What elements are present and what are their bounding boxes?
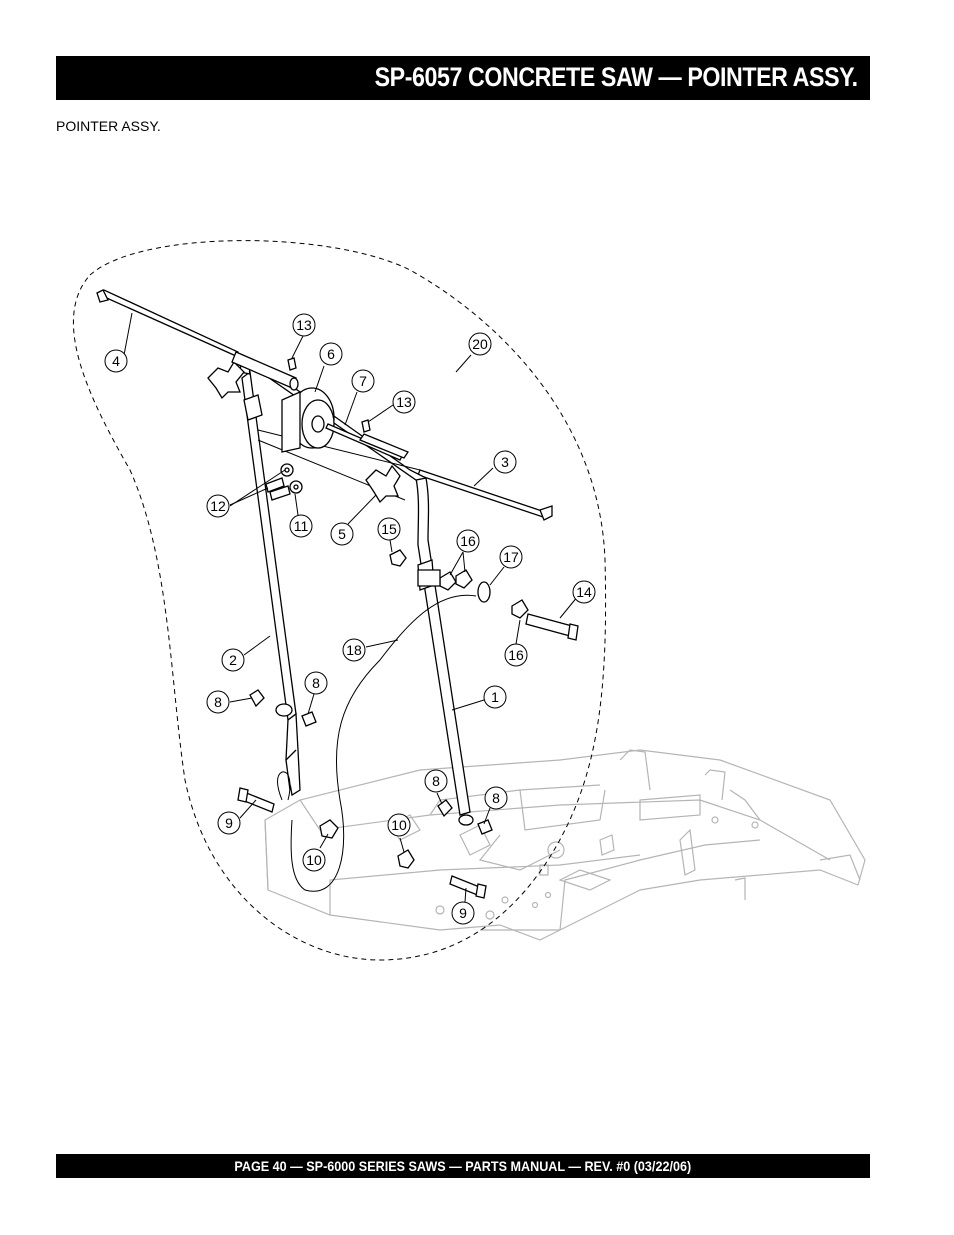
svg-text:13: 13: [396, 394, 412, 410]
svg-text:14: 14: [576, 584, 592, 600]
svg-text:8: 8: [432, 773, 440, 789]
svg-text:7: 7: [359, 373, 367, 389]
wheel-6: [281, 387, 335, 453]
svg-text:2: 2: [229, 652, 237, 668]
svg-text:16: 16: [460, 533, 476, 549]
callout-16-upper: 16: [456, 529, 480, 553]
svg-text:10: 10: [306, 852, 322, 868]
bolt-12: [265, 463, 294, 501]
bolt-9-right: [449, 875, 487, 899]
nut-10-right: [397, 849, 415, 869]
svg-text:15: 15: [381, 521, 397, 537]
page-footer-bar: PAGE 40 — SP-6000 SERIES SAWS — PARTS MA…: [56, 1154, 870, 1178]
callout-12: 12: [206, 494, 230, 518]
cable-18: [290, 594, 477, 892]
callout-8-d: 8: [484, 786, 508, 810]
setscrew-13-lower: [361, 419, 371, 433]
knob-5-lower: [365, 464, 401, 504]
callout-15: 15: [377, 517, 401, 541]
callout-3: 3: [493, 450, 517, 474]
saw-frame: [264, 749, 866, 941]
callout-8-b: 8: [304, 671, 328, 695]
svg-text:17: 17: [503, 549, 519, 565]
bolt-14: [525, 613, 579, 641]
pointer-rod-4: [96, 289, 239, 357]
page-footer: PAGE 40 — SP-6000 SERIES SAWS — PARTS MA…: [234, 1158, 692, 1174]
shaft-7: [325, 423, 409, 461]
svg-text:13: 13: [296, 317, 312, 333]
svg-text:1: 1: [491, 689, 499, 705]
callout-2: 2: [221, 648, 245, 672]
svg-text:6: 6: [327, 346, 335, 362]
callout-8-a: 8: [206, 690, 230, 714]
handle-tubes: [239, 359, 471, 816]
callout-8-c: 8: [424, 769, 448, 793]
cable-loop: [277, 771, 291, 801]
callout-11: 11: [289, 514, 313, 538]
svg-text:9: 9: [225, 815, 233, 831]
leader-lines: [123, 312, 579, 903]
svg-text:3: 3: [501, 454, 509, 470]
page-title-bar: SP-6057 CONCRETE SAW — POINTER ASSY.: [56, 56, 870, 100]
svg-text:18: 18: [346, 642, 362, 658]
svg-text:12: 12: [210, 498, 226, 514]
svg-text:8: 8: [312, 675, 320, 691]
callout-9-left: 9: [217, 811, 241, 835]
svg-text:10: 10: [391, 817, 407, 833]
callout-10-right: 10: [387, 813, 411, 837]
pointer-rod-3: [417, 469, 553, 521]
svg-text:9: 9: [459, 905, 467, 921]
callout-4: 4: [104, 349, 128, 373]
washer-11: [289, 480, 303, 494]
callout-14: 14: [572, 580, 596, 604]
svg-text:11: 11: [294, 518, 309, 534]
svg-text:8: 8: [214, 694, 222, 710]
svg-text:20: 20: [472, 336, 488, 352]
assembly-boundary: [72, 240, 607, 961]
callout-7: 7: [351, 369, 375, 393]
callout-17: 17: [499, 545, 523, 569]
callout-5: 5: [330, 522, 354, 546]
svg-text:4: 4: [112, 353, 120, 369]
bolt-9-left: [237, 787, 275, 813]
callout-6: 6: [319, 342, 343, 366]
callout-13-upper: 13: [292, 313, 316, 337]
callout-18: 18: [342, 638, 366, 662]
callout-20: 20: [468, 332, 492, 356]
svg-text:16: 16: [508, 647, 524, 663]
svg-text:8: 8: [492, 790, 500, 806]
svg-text:5: 5: [338, 526, 346, 542]
washer-17: [477, 581, 491, 603]
sleeve: [231, 351, 299, 391]
nut-10-left: [319, 819, 339, 839]
callout-9-right: 9: [451, 901, 475, 925]
section-label: POINTER ASSY.: [56, 118, 161, 134]
callout-13-lower: 13: [392, 390, 416, 414]
knob-5-upper: [207, 360, 245, 400]
setscrew-13-upper: [287, 357, 297, 371]
page-title: SP-6057 CONCRETE SAW — POINTER ASSY.: [374, 62, 858, 92]
nut-15: [389, 549, 407, 567]
callout-16-lower: 16: [504, 643, 528, 667]
callout-1: 1: [483, 685, 507, 709]
bracket: [417, 569, 441, 587]
callout-10-left: 10: [302, 848, 326, 872]
